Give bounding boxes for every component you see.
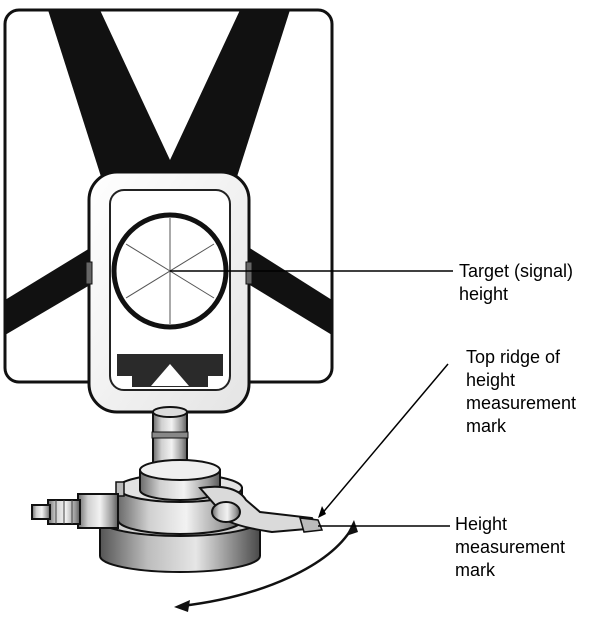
alignment-marker: [117, 354, 223, 387]
locking-knob: [31, 493, 119, 529]
label-line: measurement: [455, 537, 566, 557]
label-line: measurement: [466, 393, 577, 413]
label-line: height: [459, 284, 509, 304]
label-line: height: [466, 370, 516, 390]
height-measurement-lever: [198, 485, 324, 534]
label-target-height: Target (signal) height: [459, 260, 573, 306]
label-line: Target (signal): [459, 261, 574, 281]
label-line: mark: [455, 560, 495, 580]
rotation-arrow-icon: [174, 520, 358, 612]
leader-arrowhead: [318, 506, 326, 518]
leader-lines: [170, 270, 453, 527]
label-line: mark: [466, 416, 506, 436]
leader-top-ridge: [319, 363, 449, 517]
label-line: Top ridge of: [466, 347, 561, 367]
label-top-ridge: Top ridge of height measurement mark: [466, 346, 576, 438]
tribrach-base: [99, 459, 261, 573]
label-height-measurement-mark: Height measurement mark: [455, 513, 565, 582]
label-line: Height: [455, 514, 508, 534]
